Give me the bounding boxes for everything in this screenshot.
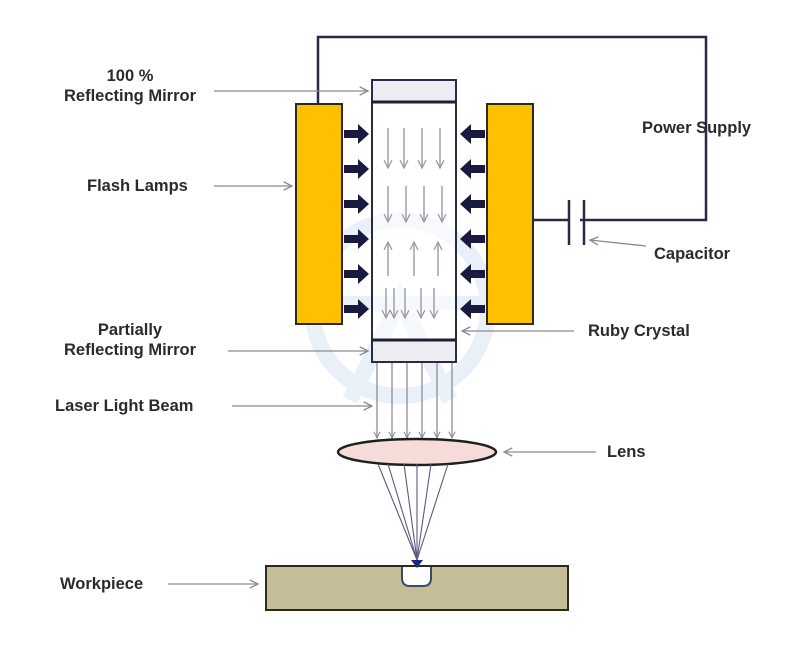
- power-supply-wire: [316, 35, 708, 222]
- focused-beam-3: [403, 463, 418, 561]
- focused-beam-6: [416, 463, 449, 561]
- label-lens: Lens: [607, 443, 646, 461]
- pump-arrow-right-2: [460, 159, 485, 179]
- lens: [336, 437, 498, 467]
- full-reflecting-mirror: [371, 79, 457, 103]
- flash-lamp-right: [486, 103, 534, 325]
- pump-arrow-left-6: [344, 299, 369, 319]
- label-workpiece: Workpiece: [60, 575, 144, 593]
- label-ruby-crystal: Ruby Crystal: [588, 322, 690, 340]
- pump-arrow-left-5: [344, 264, 369, 284]
- pump-arrows: [344, 124, 485, 319]
- label-full-mirror-line1: 100 %: [106, 67, 154, 85]
- label-laser-beam: Laser Light Beam: [55, 397, 194, 415]
- partial-reflecting-mirror: [371, 339, 457, 363]
- focal-point-icon: [411, 560, 423, 568]
- internal-reflection-arrows: [386, 128, 442, 318]
- label-partial-mirror-line1: Partially: [97, 321, 163, 339]
- flash-lamp-left: [295, 103, 343, 325]
- capacitor-symbol: [567, 200, 586, 245]
- focused-beam-1: [377, 463, 418, 561]
- focused-beam-5: [416, 463, 432, 561]
- focused-beam-2: [387, 463, 418, 561]
- leader-capacitor: [590, 240, 647, 247]
- pump-arrow-right-1: [460, 124, 485, 144]
- label-power-supply: Power Supply: [642, 119, 752, 137]
- label-capacitor: Capacitor: [654, 245, 731, 263]
- pump-arrow-left-2: [344, 159, 369, 179]
- label-full-mirror-line2: Reflecting Mirror: [63, 87, 197, 105]
- laser-beams: [377, 363, 452, 438]
- pump-arrow-right-4: [460, 229, 485, 249]
- focused-beams: [377, 463, 449, 561]
- pump-arrow-left-1: [344, 124, 369, 144]
- label-partial-mirror: Partially Reflecting Mirror: [40, 320, 220, 360]
- workpiece-crater: [401, 567, 432, 587]
- pump-arrow-right-3: [460, 194, 485, 214]
- label-full-mirror: 100 % Reflecting Mirror: [40, 66, 220, 106]
- ruby-crystal: [371, 79, 457, 363]
- pump-arrow-left-4: [344, 229, 369, 249]
- pump-arrow-right-6: [460, 299, 485, 319]
- label-flash-lamps: Flash Lamps: [87, 177, 188, 195]
- pump-arrow-right-5: [460, 264, 485, 284]
- label-partial-mirror-line2: Reflecting Mirror: [63, 341, 197, 359]
- pump-arrow-left-3: [344, 194, 369, 214]
